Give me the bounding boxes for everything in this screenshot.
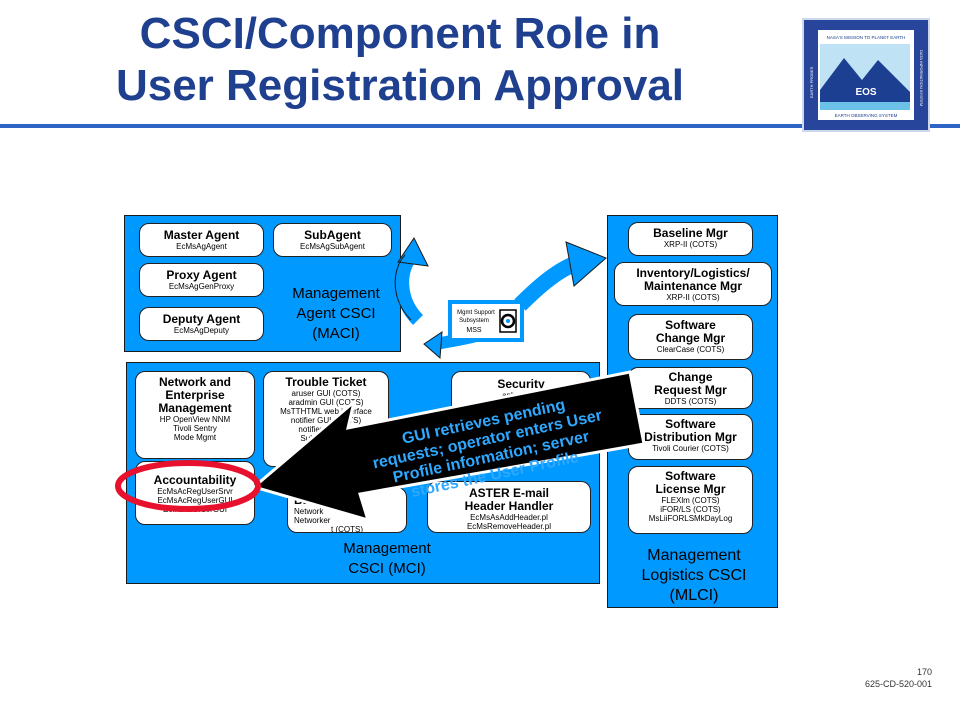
mci-label-line-2: CSCI (MCI) xyxy=(348,560,426,577)
proxy-agent-node: Proxy Agent EcMsAgGenProxy xyxy=(139,263,264,297)
mlci-panel: Baseline Mgr XRP-II (COTS) Inventory/Log… xyxy=(607,215,778,608)
mlci-label-line-2: Logistics CSCI xyxy=(641,567,747,584)
master-agent-title: Master Agent xyxy=(163,228,240,242)
mss-line-2: Subsystem xyxy=(459,318,489,324)
maci-panel: Master Agent EcMsAgAgent SubAgent EcMsAg… xyxy=(124,215,401,352)
software-distribution-mgr-title-2: Distribution Mgr xyxy=(644,430,737,444)
maci-label-line-3: (MACI) xyxy=(312,325,360,342)
email-handler-title-2: Header Handler xyxy=(464,499,554,513)
inventory-mgr-title-2: Maintenance Mgr xyxy=(643,279,742,293)
email-handler-title-1: ASTER E-mail xyxy=(468,486,549,500)
baseline-mgr-node: Baseline Mgr XRP-II (COTS) xyxy=(628,222,753,256)
maci-label-line-1: Management xyxy=(292,285,380,302)
logo-bottom-text: EARTH OBSERVING SYSTEM xyxy=(835,113,898,118)
page-number: 170 xyxy=(916,667,932,677)
email-handler-sub-1: EcMsAsAddHeader.pl xyxy=(470,513,548,522)
proxy-agent-title: Proxy Agent xyxy=(166,268,237,282)
software-distribution-mgr-node: Software Distribution Mgr Tivoli Courier… xyxy=(628,414,753,460)
inventory-mgr-title-1: Inventory/Logistics/ xyxy=(636,266,750,280)
document-number: 625-CD-520-001 xyxy=(864,679,932,689)
software-license-mgr-title-2: License Mgr xyxy=(655,482,726,496)
network-mgmt-title-2: Enterprise xyxy=(165,388,225,402)
email-handler-sub-2: EcMsRemoveHeader.pl xyxy=(466,522,552,531)
network-mgmt-title-3: Management xyxy=(158,401,232,415)
title-line-1: CSCI/Component Role in xyxy=(139,9,661,58)
logo-side-left-text: EARTH PROBES xyxy=(809,66,814,98)
master-agent-node: Master Agent EcMsAgAgent xyxy=(139,223,264,257)
page-title: CSCI/Component Role in User Registration… xyxy=(40,8,760,112)
accountability-sub-2: EcMsAcRegUserGUI xyxy=(157,496,233,505)
inventory-mgr-node: Inventory/Logistics/ Maintenance Mgr XRP… xyxy=(614,262,772,306)
accountability-sub-1: EcMsAcRegUserSrvr xyxy=(157,487,233,496)
software-change-mgr-title-2: Change Mgr xyxy=(655,331,726,345)
software-change-mgr-node: Software Change Mgr ClearCase (COTS) xyxy=(628,314,753,360)
left-curved-arrow xyxy=(394,237,429,325)
trouble-ticket-sub-4: notifier GUI (COTS) xyxy=(290,416,362,425)
software-distribution-mgr-sub: Tivoli Courier (COTS) xyxy=(652,444,729,453)
maci-label-line-2: Agent CSCI xyxy=(296,305,376,322)
change-request-mgr-title-1: Change xyxy=(668,370,713,384)
proxy-agent-sub: EcMsAgGenProxy xyxy=(168,282,235,291)
deputy-agent-sub: EcMsAgDeputy xyxy=(173,326,230,335)
network-mgmt-sub-3: Mode Mgmt xyxy=(173,433,217,442)
sub-agent-sub: EcMsAgSubAgent xyxy=(300,242,365,251)
software-license-mgr-sub-3: MsLiiFORLSMkDayLog xyxy=(648,514,733,523)
backup-sub-3: t (COTS) xyxy=(331,525,363,533)
inventory-mgr-sub: XRP-II (COTS) xyxy=(666,293,720,302)
eos-logo: EOS NASA'S MISSION TO PLANET EARTH EARTH… xyxy=(802,18,930,132)
title-divider xyxy=(0,124,960,128)
maci-label: Management Agent CSCI (MACI) xyxy=(273,284,399,344)
sub-agent-node: SubAgent EcMsAgSubAgent xyxy=(273,223,392,257)
change-request-mgr-title-2: Request Mgr xyxy=(654,383,727,397)
eos-logo-graphic: EOS NASA'S MISSION TO PLANET EARTH EARTH… xyxy=(809,30,924,120)
backup-sub-2: Networker xyxy=(294,516,331,525)
software-distribution-mgr-title-1: Software xyxy=(665,417,716,431)
title-line-2: User Registration Approval xyxy=(115,61,685,110)
master-agent-sub: EcMsAgAgent xyxy=(176,242,227,251)
mci-label: Management CSCI (MCI) xyxy=(317,539,457,579)
logo-side-right-text: DATA INFORMATION SYSTEM xyxy=(919,50,924,106)
mss-icon: Mgmt Support Subsystem MSS xyxy=(448,300,524,342)
accountability-title: Accountability xyxy=(153,473,237,487)
callout-arrow xyxy=(250,370,646,523)
mlci-label-line-1: Management xyxy=(647,547,741,564)
baseline-mgr-title: Baseline Mgr xyxy=(653,226,728,240)
trouble-ticket-sub-2: aradmin GUI (COTS) xyxy=(288,398,364,407)
backup-sub-1: Network xyxy=(294,507,324,516)
accountability-highlight xyxy=(115,460,261,512)
network-mgmt-sub-1: HP OpenView NNM xyxy=(159,415,231,424)
trouble-ticket-sub-1: aruser GUI (COTS) xyxy=(291,389,361,398)
network-mgmt-node: Network and Enterprise Management HP Ope… xyxy=(135,371,255,459)
software-license-mgr-sub-1: FLEXlm (COTS) xyxy=(661,496,720,505)
software-license-mgr-node: Software License Mgr FLEXlm (COTS) iFOR/… xyxy=(628,466,753,534)
software-license-mgr-sub-2: iFOR/LS (COTS) xyxy=(660,505,721,514)
mss-line-3: MSS xyxy=(466,327,482,334)
footer: 170 625-CD-520-001 xyxy=(865,666,932,690)
sub-agent-title: SubAgent xyxy=(304,228,361,242)
network-mgmt-sub-2: Tivoli Sentry xyxy=(173,424,217,433)
mss-line-1: Mgmt Support xyxy=(457,310,495,316)
trouble-ticket-title: Trouble Ticket xyxy=(285,375,367,389)
change-request-mgr-sub: DDTS (COTS) xyxy=(664,397,717,406)
baseline-mgr-sub: XRP-II (COTS) xyxy=(663,240,718,249)
software-change-mgr-sub: ClearCase (COTS) xyxy=(656,345,725,354)
network-mgmt-title-1: Network and xyxy=(158,375,231,389)
deputy-agent-node: Deputy Agent EcMsAgDeputy xyxy=(139,307,264,341)
trouble-ticket-sub-3: MsTTHTML web interface xyxy=(280,407,372,416)
right-curved-arrow xyxy=(514,241,607,311)
software-license-mgr-title-1: Software xyxy=(665,469,716,483)
logo-mark: EOS xyxy=(855,87,876,98)
email-handler-node: ASTER E-mail Header Handler EcMsAsAddHea… xyxy=(427,481,591,533)
security-title: Security xyxy=(497,377,545,391)
mlci-label-line-3: (MLCI) xyxy=(669,587,719,604)
mlci-label: Management Logistics CSCI (MLCI) xyxy=(612,546,776,606)
software-change-mgr-title-1: Software xyxy=(665,318,716,332)
deputy-agent-title: Deputy Agent xyxy=(162,312,241,326)
logo-top-text: NASA'S MISSION TO PLANET EARTH xyxy=(827,35,906,40)
mci-label-line-1: Management xyxy=(343,540,431,557)
